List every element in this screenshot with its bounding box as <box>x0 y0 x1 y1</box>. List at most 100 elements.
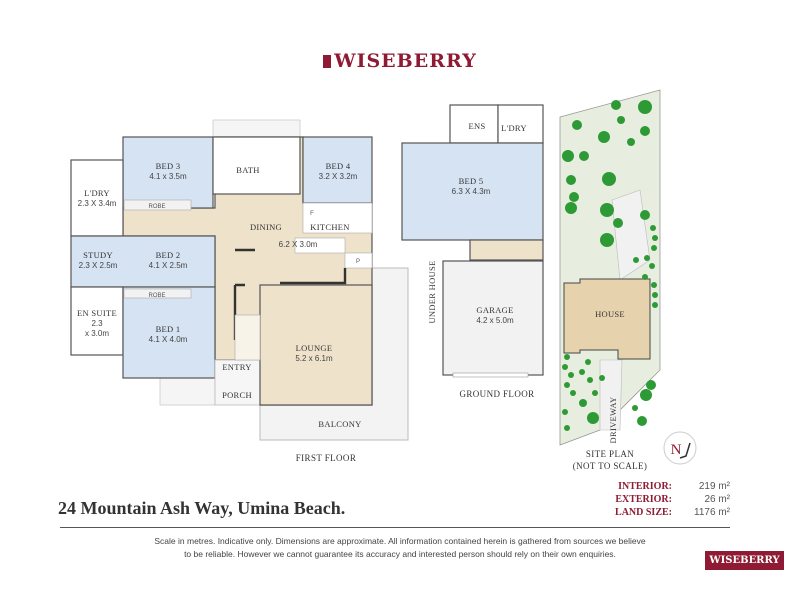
tree-icon <box>652 235 658 241</box>
area-exterior: EXTERIOR: 26 m² <box>602 493 730 506</box>
robe-bottom <box>123 288 192 299</box>
tree-icon <box>652 292 658 298</box>
room-bed3 <box>122 136 214 209</box>
area-label: EXTERIOR: <box>615 494 672 505</box>
tree-icon <box>572 120 582 130</box>
tree-icon <box>599 375 605 381</box>
ground-floor-plan <box>401 104 544 378</box>
ldry-dims: 2.3 X 3.4m <box>78 199 117 208</box>
tree-icon <box>640 210 650 220</box>
entry-label: ENTRY <box>222 362 251 372</box>
bed5-label: BED 5 <box>459 176 484 186</box>
tree-icon <box>602 172 616 186</box>
logo-mark-icon <box>323 55 332 68</box>
site-plan: HOUSE DRIVEWAY SITE PLAN (NOT TO SCALE) … <box>559 89 697 471</box>
brand-name: WISEBERRY <box>334 50 477 72</box>
study-label: STUDY <box>83 250 113 260</box>
site-house-label: HOUSE <box>595 309 625 319</box>
tree-icon <box>587 412 599 424</box>
driveway-path <box>599 189 651 431</box>
first-floor-plan <box>70 119 409 441</box>
porch-stairs <box>159 377 216 406</box>
room-bed4 <box>302 136 373 204</box>
tree-icon <box>564 354 570 360</box>
disclaimer: Scale in metres. Indicative only. Dimens… <box>60 535 740 561</box>
study-dims: 2.3 X 2.5m <box>79 261 118 270</box>
divider <box>60 527 730 528</box>
first-floor-labels: BED 3 4.1 x 3.5m ROBE L'DRY 2.3 X 3.4m B… <box>77 161 361 463</box>
tree-icon <box>579 399 587 407</box>
tree-icon <box>642 274 648 280</box>
brand-logo: WISEBERRY <box>0 50 800 72</box>
site-plan-subtitle: (NOT TO SCALE) <box>573 461 648 471</box>
tree-icon <box>566 175 576 185</box>
bed3-label: BED 3 <box>156 161 181 171</box>
tree-icon <box>632 405 638 411</box>
tree-icon <box>600 203 614 217</box>
tree-icon <box>640 389 652 401</box>
driveway-label: DRIVEWAY <box>608 397 618 444</box>
kitchen-island <box>294 237 346 254</box>
tree-icon <box>646 380 656 390</box>
area-value: 1176 m² <box>694 507 730 518</box>
fridge-label: F <box>310 211 314 217</box>
garage-dims: 4.2 x 5.0m <box>476 316 514 325</box>
tree-icon <box>627 138 635 146</box>
tree-icon <box>565 202 577 214</box>
tree-icon <box>617 116 625 124</box>
room-ens-gf <box>449 104 499 144</box>
ensuite-dims-2: x 3.0m <box>85 329 109 338</box>
bed2-label: BED 2 <box>156 250 181 260</box>
kitchen-bench <box>302 202 373 234</box>
site-house <box>563 278 651 360</box>
robe-top-label: ROBE <box>148 204 165 210</box>
ens-label: ENS <box>469 121 486 131</box>
area-label: INTERIOR: <box>618 481 672 492</box>
tree-icon <box>611 100 621 110</box>
pantry <box>344 252 373 269</box>
room-study-bed2 <box>70 235 216 288</box>
ground-floor-title: GROUND FLOOR <box>459 389 534 399</box>
inner-stairs <box>234 314 261 361</box>
tree-icon <box>649 263 655 269</box>
porch-label: PORCH <box>222 390 252 400</box>
ground-floor-labels: ENS L'DRY BED 5 6.3 X 4.3m GARAGE 4.2 x … <box>427 121 534 399</box>
under-house-label: UNDER HOUSE <box>427 260 437 323</box>
compass-n: N <box>671 442 682 458</box>
bed5-dims: 6.3 X 4.3m <box>452 187 491 196</box>
room-ensuite <box>70 286 124 356</box>
bed4-label: BED 4 <box>326 161 351 171</box>
top-stairs <box>212 119 301 138</box>
area-value: 26 m² <box>704 494 730 505</box>
tree-icon <box>587 377 593 383</box>
entry-porch <box>214 359 261 406</box>
tree-icon <box>569 192 579 202</box>
lounge-dims: 5.2 x 6.1m <box>295 354 333 363</box>
bed3-dims: 4.1 x 3.5m <box>149 172 187 181</box>
room-bed5 <box>401 142 544 241</box>
tree-icon <box>570 390 576 396</box>
lounge-label: LOUNGE <box>296 343 333 353</box>
gf-stairs <box>469 239 544 261</box>
area-land: LAND SIZE: 1176 m² <box>602 506 730 519</box>
area-label: LAND SIZE: <box>615 507 672 518</box>
tree-icon <box>638 100 652 114</box>
balcony-label: BALCONY <box>318 419 361 429</box>
first-floor-title: FIRST FLOOR <box>296 453 357 463</box>
bath-label: BATH <box>236 165 259 175</box>
room-ldry <box>70 159 124 237</box>
tree-icon <box>633 257 639 263</box>
room-garage <box>442 260 544 376</box>
tree-icon <box>613 218 623 228</box>
tree-icon <box>579 369 585 375</box>
tree-icon <box>650 225 656 231</box>
garage-door <box>452 372 529 378</box>
tree-icon <box>562 409 568 415</box>
tree-icon <box>644 255 650 261</box>
tree-icon <box>579 151 589 161</box>
bed4-dims: 3.2 X 3.2m <box>319 172 358 181</box>
bed2-dims: 4.1 X 2.5m <box>149 261 188 270</box>
bed1-dims: 4.1 X 4.0m <box>149 335 188 344</box>
ldry-label: L'DRY <box>84 188 110 198</box>
garage-label: GARAGE <box>476 305 513 315</box>
